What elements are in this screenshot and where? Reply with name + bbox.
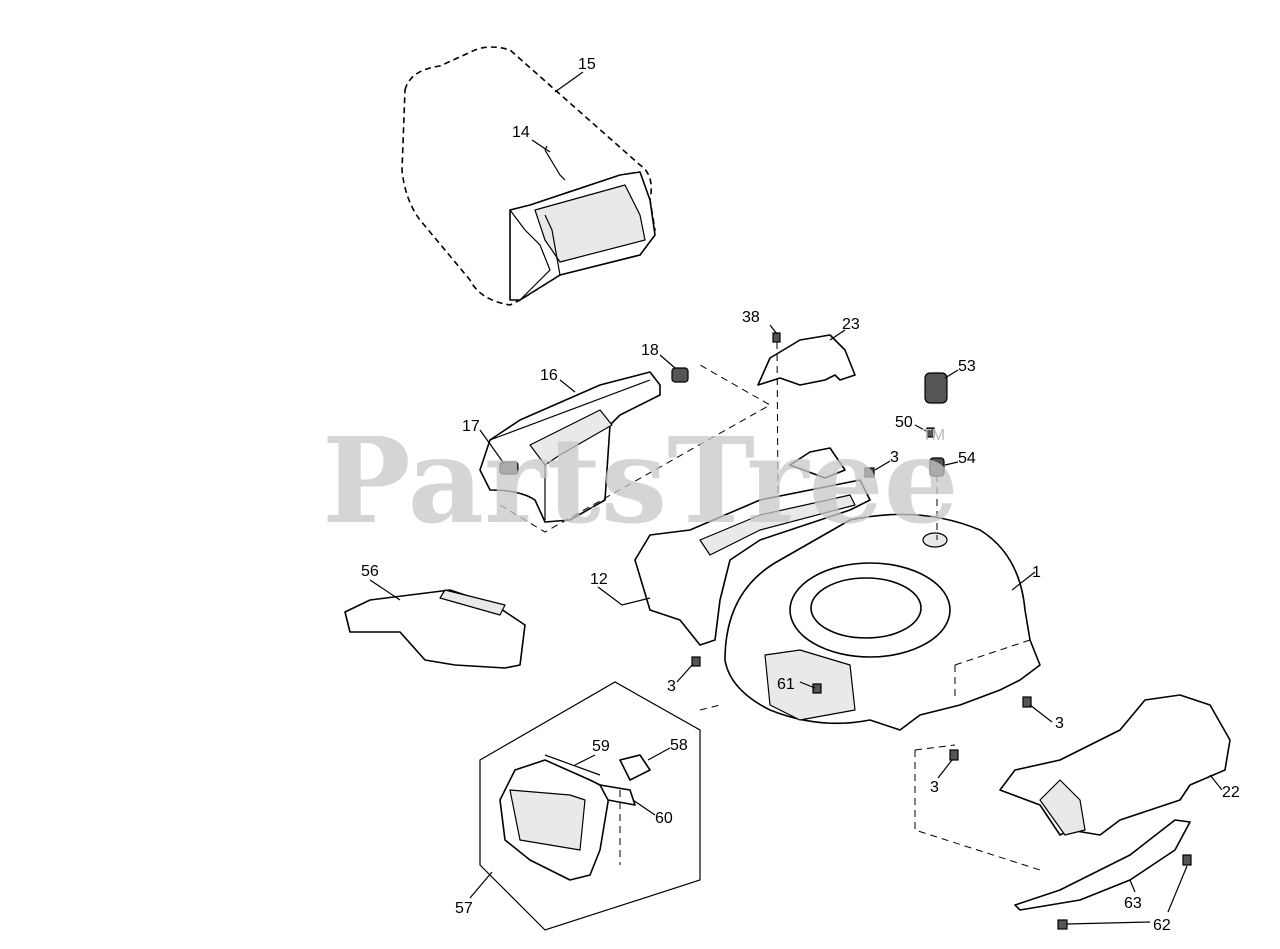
callout-61: 61 xyxy=(777,676,795,693)
callout-56: 56 xyxy=(361,563,379,580)
callout-16: 16 xyxy=(540,367,558,384)
mulch-plug xyxy=(499,759,611,881)
callout-60: 60 xyxy=(655,810,673,827)
callout-14: 14 xyxy=(512,124,530,141)
callout-18: 18 xyxy=(641,342,659,359)
bolt-50 xyxy=(926,427,935,438)
watermark-trademark: TM xyxy=(922,427,945,444)
callout-3-low: 3 xyxy=(930,779,939,796)
screw-3-mid xyxy=(1022,696,1032,708)
watermark-text: PartsTree xyxy=(322,411,959,550)
callout-53: 53 xyxy=(958,358,976,375)
screw-3-top xyxy=(864,467,875,478)
screw-3-left xyxy=(691,656,701,667)
callout-59: 59 xyxy=(592,738,610,755)
rear-skirt xyxy=(999,694,1231,836)
pin-59 xyxy=(544,754,601,776)
mower-deck xyxy=(724,513,1041,731)
screw-61 xyxy=(812,683,822,694)
screw-62-b xyxy=(1182,854,1192,866)
hinge-58 xyxy=(619,754,651,781)
screw-62-a xyxy=(1057,919,1068,930)
callout-57: 57 xyxy=(455,900,473,917)
grass-bag xyxy=(401,46,656,306)
mounting-bracket xyxy=(1014,819,1191,911)
rear-housing xyxy=(634,447,871,646)
rear-door xyxy=(479,371,661,523)
callout-3-left: 3 xyxy=(667,678,676,695)
callout-15: 15 xyxy=(578,56,596,73)
screw-38 xyxy=(772,332,781,343)
callout-3-top: 3 xyxy=(890,449,899,466)
side-deflector xyxy=(344,589,526,669)
watermark: PartsTree TM xyxy=(322,411,959,550)
bracket-60 xyxy=(599,784,636,806)
leader-lines xyxy=(369,71,1223,925)
callout-50: 50 xyxy=(895,414,913,431)
screw-3-low xyxy=(949,749,959,761)
rear-cover xyxy=(757,334,856,386)
mulch-kit-box xyxy=(479,681,701,931)
axle-adjuster-53 xyxy=(924,372,948,404)
callout-63: 63 xyxy=(1124,895,1142,912)
callout-38: 38 xyxy=(742,309,760,326)
callout-17: 17 xyxy=(462,418,480,435)
callout-62: 62 xyxy=(1153,917,1171,934)
spring-right xyxy=(671,367,689,383)
callout-54: 54 xyxy=(958,450,976,467)
callout-58: 58 xyxy=(670,737,688,754)
callout-23: 23 xyxy=(842,316,860,333)
callout-3-mid: 3 xyxy=(1055,715,1064,732)
callout-1: 1 xyxy=(1032,564,1041,581)
callout-22: 22 xyxy=(1222,784,1240,801)
callout-12: 12 xyxy=(590,571,608,588)
callout-labels: 15 14 38 23 18 16 53 17 50 3 54 56 12 1 … xyxy=(361,56,1240,934)
